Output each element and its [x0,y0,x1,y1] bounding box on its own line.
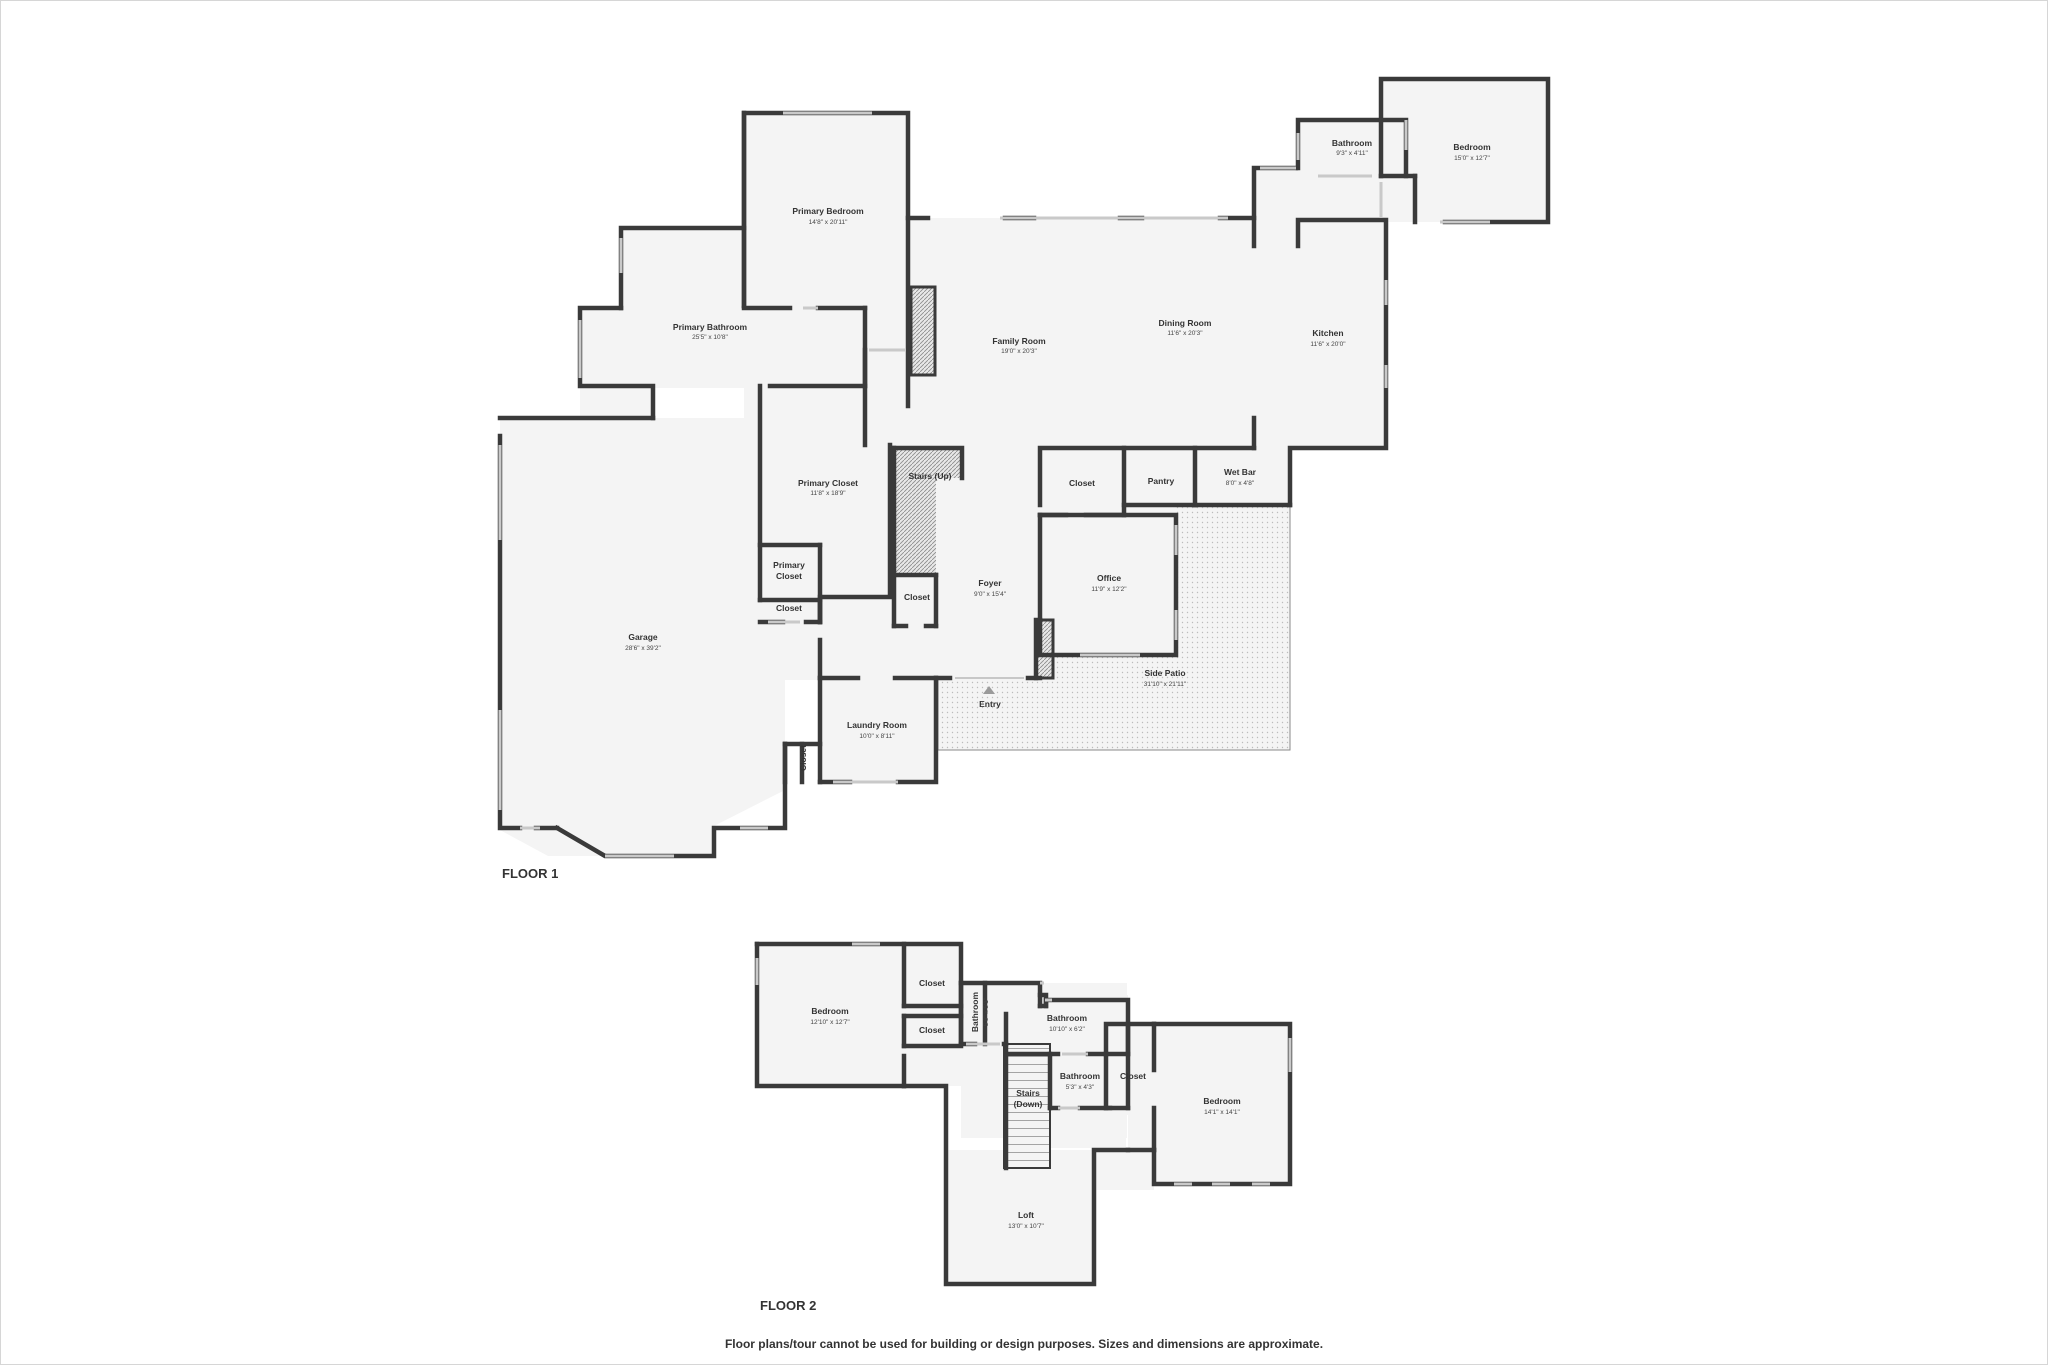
floor-2-labels: Bedroom 12'10" x 12'7" Closet Closet Bat… [810,978,1241,1230]
room-label: Closet [776,603,802,613]
room-label: Closet [919,1025,945,1035]
room-dimensions: 11'6" x 20'0" [1310,341,1346,348]
room-label: Stairs [1016,1088,1040,1098]
room-label: Closet [798,745,808,771]
room-dimensions: 19'0" x 20'3" [1001,348,1037,355]
room-dimensions: 9'0" x 15'4" [974,591,1007,598]
room-dimensions: 10'0" x 8'11" [859,733,895,740]
room-label: Kitchen [1312,328,1343,338]
room-label: Primary Closet [798,478,858,488]
floor-1-labels: Primary Bedroom 14'8" x 20'11" Primary B… [625,138,1491,771]
floor-2-plan [754,941,1293,1287]
room-label: Dining Room [1159,318,1212,328]
room-label: Stairs (Up) [909,471,952,481]
room-label: Laundry Room [847,720,907,730]
room-label: Closet [776,571,802,581]
room-label: Bathroom [1047,1013,1088,1023]
room-label: Closet [1120,1071,1146,1081]
floor-1-plan [497,76,1551,859]
room-dimensions: 15'0" x 12'7" [1454,155,1490,162]
floor-2-label: FLOOR 2 [760,1298,817,1313]
room-dimensions: 11'8" x 18'9" [810,490,846,497]
room-label: Primary Bedroom [792,206,864,216]
room-label: Closet [904,592,930,602]
room-label: Foyer [978,578,1002,588]
room-label: Bathroom [970,991,980,1032]
room-label: Closet [919,978,945,988]
room-dimensions: 12'10" x 12'7" [810,1019,850,1026]
room-label: Garage [628,632,658,642]
room-dimensions: 11'9" x 12'2" [1091,586,1127,593]
room-label: Pantry [1148,476,1175,486]
room-dimensions: 14'1" x 14'1" [1204,1109,1240,1116]
room-label: Family Room [992,336,1046,346]
room-dimensions: 25'5" x 10'8" [692,334,728,341]
room-label: Wet Bar [1224,467,1257,477]
disclaimer-text: Floor plans/tour cannot be used for buil… [724,1337,1324,1351]
room-label: Entry [979,699,1001,709]
room-label: Bathroom [1060,1071,1101,1081]
room-dimensions: 5'6" x 5'1" [983,997,990,1026]
stairs-up-hatch [894,448,962,575]
room-label: Loft [1018,1210,1034,1220]
floor-1-label: FLOOR 1 [502,866,559,881]
fireplace [909,285,937,377]
room-dimensions: 28'6" x 39'2" [625,645,661,652]
room-dimensions: 11'6" x 20'3" [1167,330,1203,337]
room-label: (Down) [1014,1099,1043,1109]
room-dimensions: 9'3" x 4'11" [1336,150,1368,157]
room-dimensions: 13'0" x 10'7" [1008,1223,1044,1230]
entry-arrow [983,686,995,694]
room-label: Side Patio [1144,668,1185,678]
room-dimensions: 10'10" x 6'2" [1049,1026,1085,1033]
room-label: Bedroom [1203,1096,1241,1106]
room-label: Closet [1069,478,1095,488]
room-dimensions: 8'0" x 4'8" [1226,480,1255,487]
stairs-down-treads [1003,1043,1051,1169]
room-dimensions: 14'8" x 20'11" [809,219,848,226]
room-dimensions: 31'10" x 21'11" [1144,681,1187,688]
room-label: Bedroom [1453,142,1491,152]
room-label: Primary [773,560,805,570]
room-label: Bedroom [811,1006,849,1016]
room-label: Office [1097,573,1121,583]
room-label: Bathroom [1332,138,1373,148]
room-dimensions: 5'3" x 4'3" [1066,1084,1095,1091]
room-label: Primary Bathroom [673,322,748,332]
